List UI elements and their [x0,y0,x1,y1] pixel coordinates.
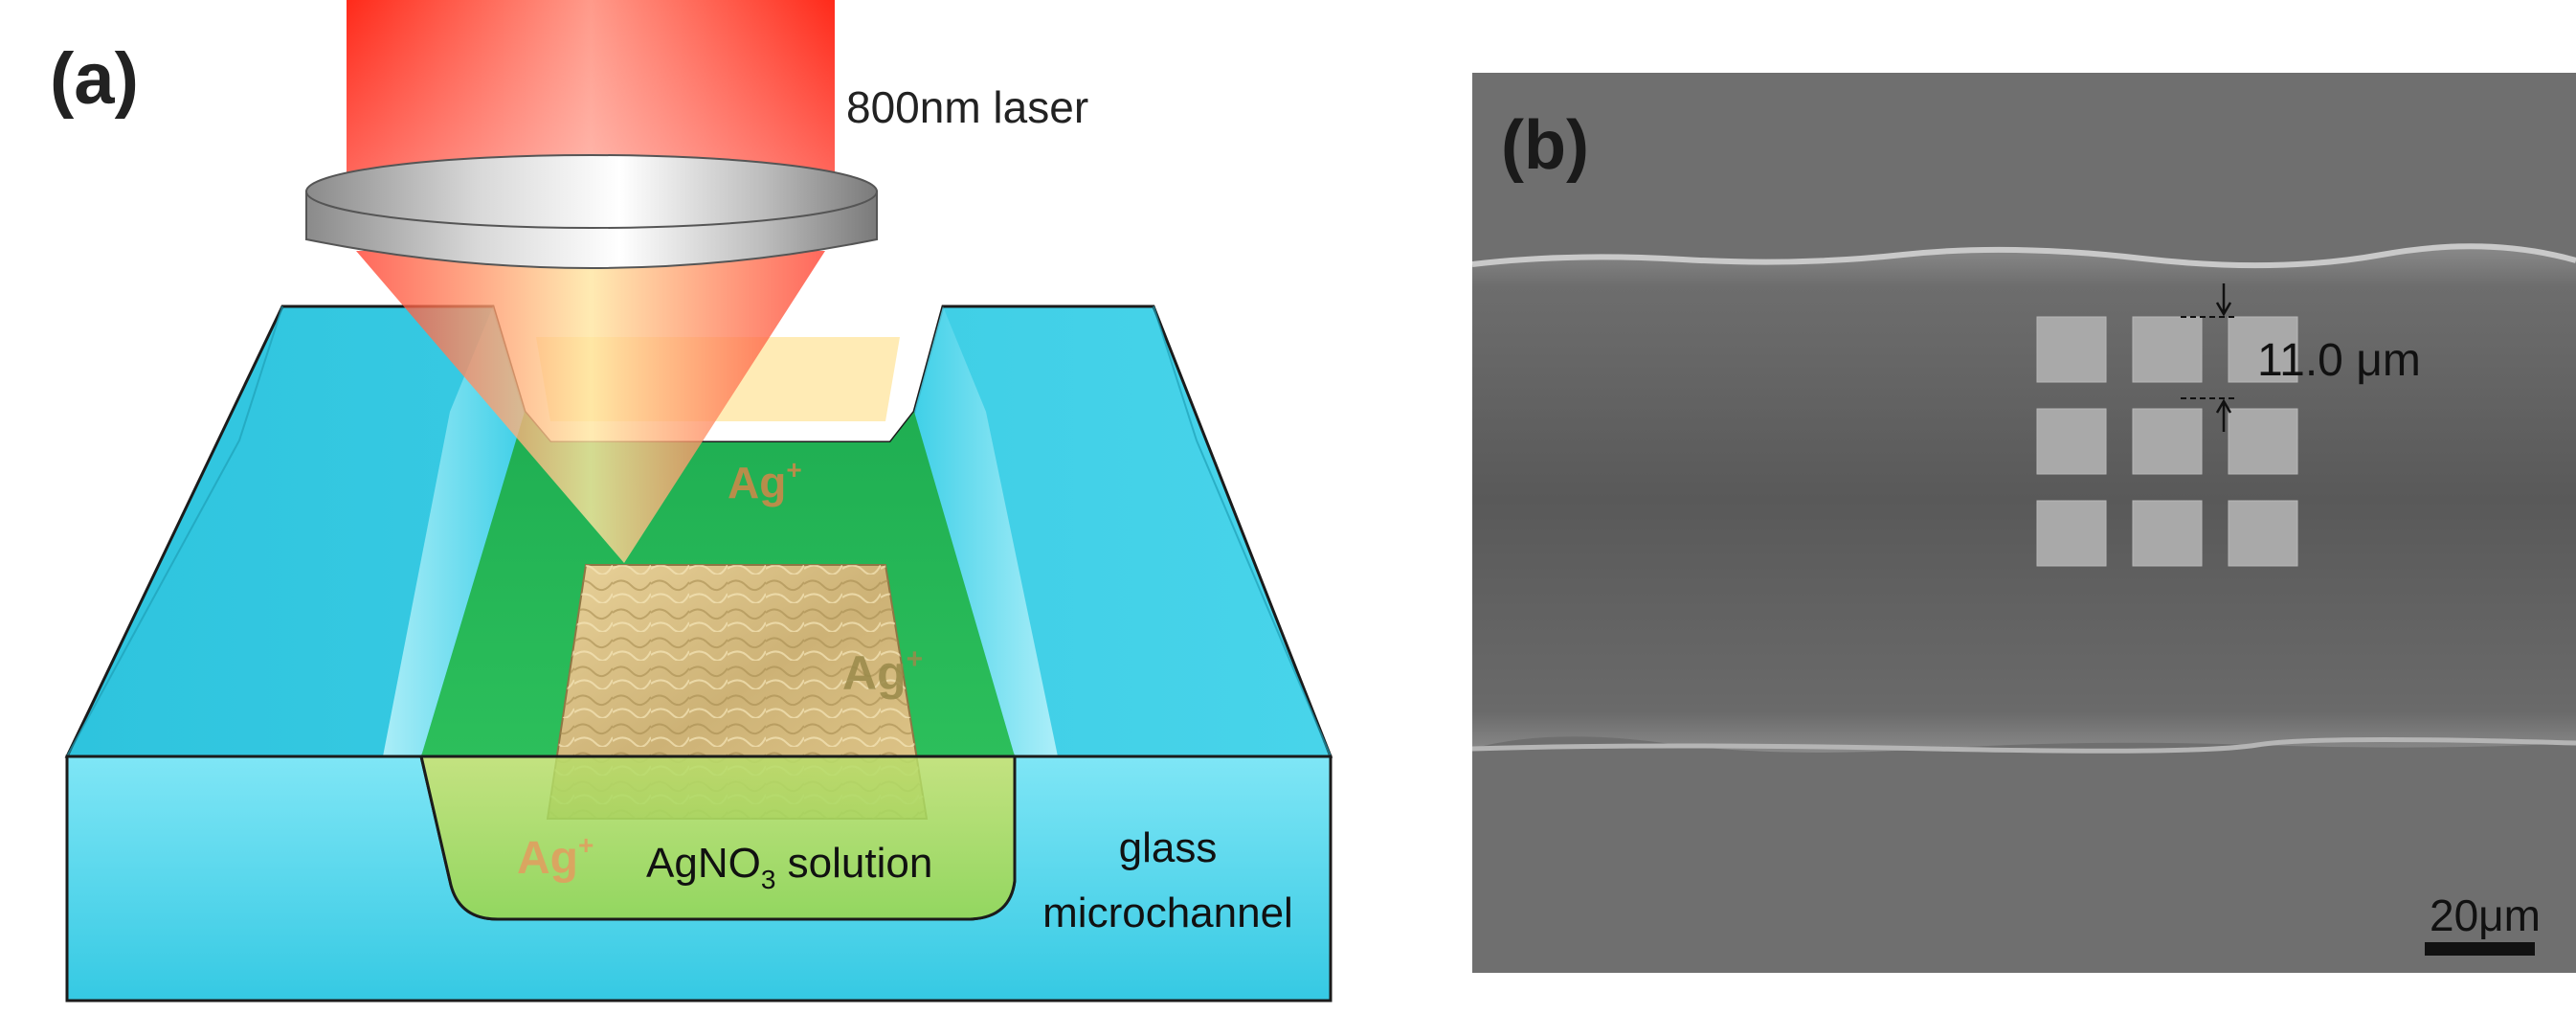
ion-label-middle: Ag+ [842,643,923,700]
glass-bevel-right [1153,305,1332,757]
sem-image: 11.0 μm (b) 20μm [1471,73,2576,973]
silver-square [2228,500,2298,567]
objective-lens-top [305,154,878,229]
ion-label-bottom-text: Ag [517,833,578,884]
substrate-label-line2: microchannel [1042,890,1293,936]
silver-square [2036,408,2107,475]
solution-label-sub: 3 [761,865,776,894]
channel-cross-section [419,755,1017,921]
silver-square [2036,316,2107,383]
dimension-arrow-top-icon [2215,283,2232,317]
sem-channel [1472,246,2576,753]
ion-label-top-charge: + [786,455,801,484]
silver-square [2228,316,2298,383]
silver-square-array [2036,316,2298,567]
silver-square [2228,408,2298,475]
substrate-label-line1: glass [1119,824,1218,871]
schematic-diagram: (a) 800nm laser Ag+ Ag+ Ag+ AgNO3 soluti… [50,0,1333,1003]
channel-left-wall [383,306,525,756]
ion-label-top: Ag+ [728,455,802,507]
sem-channel-bottom-edge [1471,736,2576,754]
scale-bar [2425,942,2535,956]
silver-square [2132,500,2203,567]
solution-label-post: solution [775,840,932,887]
panel-a-label: (a) [50,38,139,120]
ion-label-bottom-charge: + [578,830,594,860]
dimension-label: 11.0 μm [2257,335,2421,386]
dimension-arrow-bottom-icon [2215,398,2232,432]
glass-bevel-left [66,305,283,757]
laser-focus-cone [356,251,825,563]
panel-b-label: (b) [1501,107,1589,184]
ion-label-middle-charge: + [907,643,924,675]
schematic-panel: (a) 800nm laser Ag+ Ag+ Ag+ AgNO3 soluti… [50,0,1333,1003]
silver-square [2132,316,2203,383]
silver-square [2036,500,2107,567]
scale-bar-label: 20μm [2430,890,2541,940]
ion-label-bottom: Ag+ [517,830,594,884]
sem-channel-top-edge [1471,243,2576,269]
silver-square [2132,408,2203,475]
ion-label-top-text: Ag [728,458,786,507]
sem-panel: 11.0 μm (b) 20μm [1471,73,2576,973]
solution-label-pre: AgNO [646,840,761,887]
laser-label: 800nm laser [846,82,1088,132]
ion-label-middle-text: Ag [842,646,907,700]
channel-right-wall [914,306,1058,756]
solution-label: AgNO3 solution [646,840,932,894]
